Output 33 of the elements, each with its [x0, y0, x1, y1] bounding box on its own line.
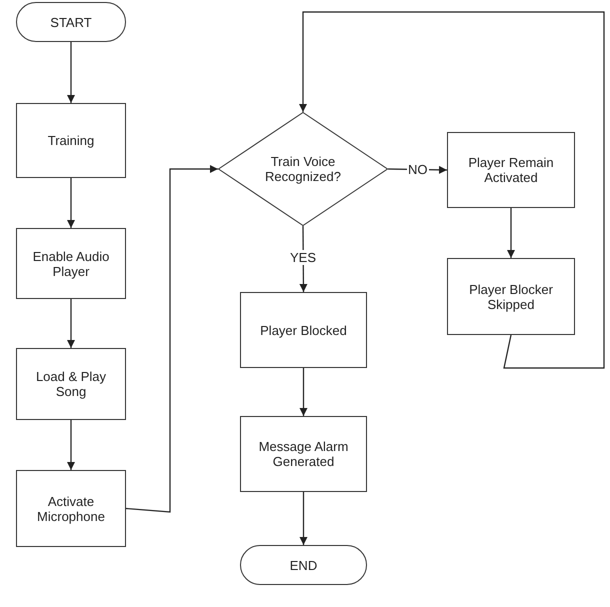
- arrow: [67, 299, 75, 348]
- arrow: [67, 420, 75, 470]
- arrow: [126, 165, 218, 513]
- arrow: [300, 368, 308, 416]
- arrow: [299, 11, 605, 369]
- arrow: [67, 178, 75, 228]
- terminal-shape: [240, 545, 367, 585]
- arrow: [507, 208, 515, 258]
- decision-diamond: [218, 112, 388, 226]
- node-label: Enable Audio Player: [32, 248, 110, 278]
- process-box: [16, 348, 126, 420]
- node-label: Player Blocked: [259, 322, 348, 338]
- node-label: START: [49, 14, 93, 30]
- process-box: [16, 470, 126, 547]
- process-box: [16, 228, 126, 299]
- arrow: [67, 42, 75, 103]
- node-label: Activate Microphone: [36, 494, 106, 524]
- process-box: [447, 258, 575, 335]
- node-label: END: [288, 558, 318, 572]
- process-box: [240, 292, 367, 368]
- node-label: Message Alarm Generated: [258, 439, 350, 469]
- terminal-shape: [16, 2, 126, 42]
- arrow: [300, 492, 308, 545]
- process-box: [240, 416, 367, 492]
- node-label: Training: [46, 133, 96, 148]
- edge-label: YES: [289, 250, 318, 264]
- edge-label: NO: [407, 162, 428, 176]
- process-box: [447, 132, 575, 208]
- process-box: [16, 103, 126, 178]
- node-label: Player Blocker Skipped: [468, 282, 554, 312]
- node-label: Player Remain Activated: [467, 155, 555, 185]
- node-label: Load & Play Song: [34, 369, 108, 399]
- node-label: Train Voice Recognized?: [264, 154, 342, 184]
